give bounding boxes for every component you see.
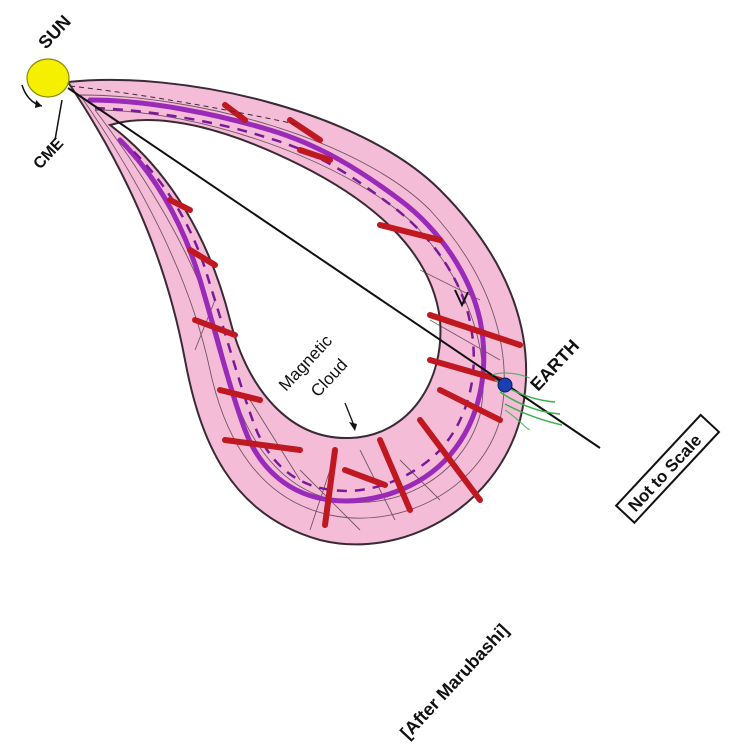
sun xyxy=(26,58,70,98)
magnetic-cloud-pointer xyxy=(344,402,357,431)
not-to-scale-border xyxy=(614,413,721,525)
earth-field-green-outer xyxy=(491,372,531,431)
earth-icon xyxy=(497,377,513,393)
cme-pointer-line xyxy=(54,99,63,141)
flux-rope-red-segments xyxy=(167,102,523,528)
earth-label: EARTH xyxy=(526,336,583,395)
not-to-scale-label: Not to Scale xyxy=(624,431,705,516)
sun-ray-dashed xyxy=(69,85,301,126)
earth-arrow xyxy=(454,289,469,308)
magnetic-cloud-arrow-head xyxy=(349,422,357,431)
sun-disk xyxy=(26,58,70,98)
cme-label: CME xyxy=(30,135,67,173)
cme-indicator xyxy=(21,84,63,141)
attribution-label: [After Marubashi] xyxy=(396,620,512,743)
sun-label: SUN xyxy=(34,11,75,52)
cloud-body xyxy=(66,78,527,546)
cme-arrow-head xyxy=(35,100,42,108)
not-to-scale-box: Not to Scale xyxy=(614,413,721,525)
magnetic-cloud-loop xyxy=(66,78,527,546)
earth-group xyxy=(454,289,563,431)
